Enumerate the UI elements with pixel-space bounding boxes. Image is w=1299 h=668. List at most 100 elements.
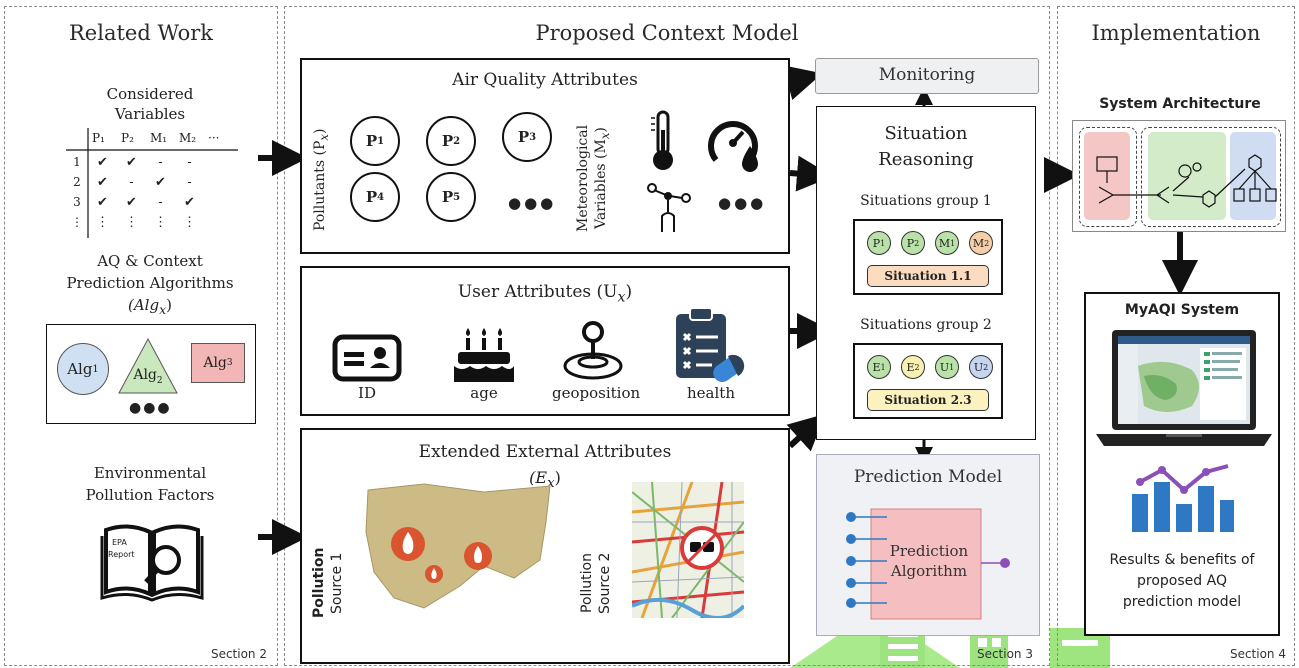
myaqi-title: MyAQI System [1124,302,1240,318]
ext-sub-text: (E [529,468,548,487]
alg3-sub: 3 [226,358,233,368]
met-end: ) [593,127,609,133]
health-clipboard-icon [676,307,745,383]
table-header-cell: P₂ [121,131,134,145]
thermometer-icon [651,110,673,170]
chip-sub: 1 [880,362,886,372]
geoposition-icon [563,321,623,380]
table-header-cell: ··· [208,131,220,145]
arch-lines [1096,154,1277,208]
chip-sub: 2 [914,238,920,248]
table-row: 1✔✔-- [66,152,238,172]
results-label: Results & benefits of proposed AQ predic… [1086,550,1278,613]
pollutant-sub: 1 [377,135,385,147]
chip-letter: M [972,236,985,250]
pollution-map-2 [632,482,744,618]
pollutant-sub: 2 [453,135,461,147]
monitoring-label: Monitoring [878,65,976,85]
situations-group-1-title: Situations group 1 [860,193,992,209]
results-chart-icon [1132,464,1234,532]
situation-2-3-badge: Situation 2.3 [867,389,989,411]
env-line-2: Pollution Factors [85,486,215,504]
ext-sub-end: ) [554,468,561,487]
book-text-1: EPA [112,538,127,547]
chip-letter: E [872,360,881,374]
user-title-end: ) [625,282,633,302]
user-title-text: User Attributes (U [457,282,618,302]
chip-sub: 1 [949,362,955,372]
prediction-algo-1: Prediction [889,542,969,560]
user-attribute-label: ID [358,384,376,402]
pollutant-sub: 4 [377,191,385,203]
arch-backend-block [1141,127,1281,227]
pollutants-label: Pollutants (Px) [312,120,331,240]
table-cell: ✔ [97,194,108,210]
implementation-title: Implementation [1091,21,1261,45]
considered-line-2: Variables [114,105,186,123]
table-body: 1✔✔--2✔-✔-3✔✔-✔⋮⋮⋮⋮⋮ [66,152,238,232]
aq-line-3: (Algx) [40,294,260,321]
monitoring-box: Monitoring [815,58,1039,94]
book-text-2: Report [108,550,135,559]
user-attribute-label: age [470,384,498,402]
user-attributes-box: User Attributes (Ux) [300,266,790,416]
table-cell: - [187,154,192,170]
situation-title-1: Situation [884,123,968,144]
proposed-model-section: Proposed Context Model Section 3 [284,6,1050,666]
table-row-number: ⋮ [71,215,83,229]
laptop-screenshot-icon [1096,330,1272,446]
pollution-map-1 [365,483,551,609]
prediction-algo-2: Algorithm [890,562,968,580]
id-card-icon [332,334,402,382]
pollutants-text: Pollutants (P [312,140,328,232]
table-row: 2✔-✔- [66,172,238,192]
system-architecture-title: System Architecture [1099,96,1261,112]
section-4-label: Section 4 [1229,647,1286,661]
met-line-1: Meteorological [575,124,591,232]
prediction-model-box: Prediction Model Prediction Algorithm [816,454,1040,636]
chip-sub: 1 [880,238,886,248]
arrow-air-to-situation [789,155,833,192]
section-3-label: Section 3 [976,647,1033,661]
myaqi-system-box: MyAQI System Results & benefits of propo… [1084,292,1280,636]
alg2-label: Alg [133,367,157,383]
table-cell: ✔ [97,174,108,190]
table-row: ⋮⋮⋮⋮⋮ [66,212,238,232]
table-row-number: 3 [73,195,81,209]
chip-sub: 2 [984,238,990,248]
aq-line-2: Prediction Algorithms [66,274,234,292]
arrow-external-to-situation [786,413,826,452]
met-more-dots: ●●● [718,194,767,212]
chip-letter: U [973,360,984,374]
pollutants-sub: x [316,134,331,141]
table-row-number: 2 [73,175,81,189]
chip-letter: P [872,236,881,250]
considered-variables-label: Considered Variables [70,84,230,124]
user-title-sub: x [617,289,626,306]
wind-sensor-icon [647,183,691,232]
table-cell: ⋮ [96,214,109,230]
situation-title-2: Reasoning [878,149,974,170]
chip-letter: E [906,360,915,374]
pollutant-letter: P [365,188,378,206]
source-2-a: Pollution [579,553,595,613]
arrow-air-to-monitoring [782,65,823,101]
situations-group-2-title: Situations group 2 [860,317,992,333]
system-architecture-diagram [1072,120,1286,232]
meteorological-label: Meteorological Variables (Mx) [574,108,614,248]
air-quality-title: Air Quality Attributes [452,70,638,90]
chip-sub: 1 [950,238,956,248]
table-cell: ✔ [155,174,166,190]
table-header-cell: M₂ [179,131,197,145]
table-header-cell: M₁ [150,131,168,145]
alg3-label: Alg [203,355,227,371]
prediction-model-title: Prediction Model [853,467,1003,487]
